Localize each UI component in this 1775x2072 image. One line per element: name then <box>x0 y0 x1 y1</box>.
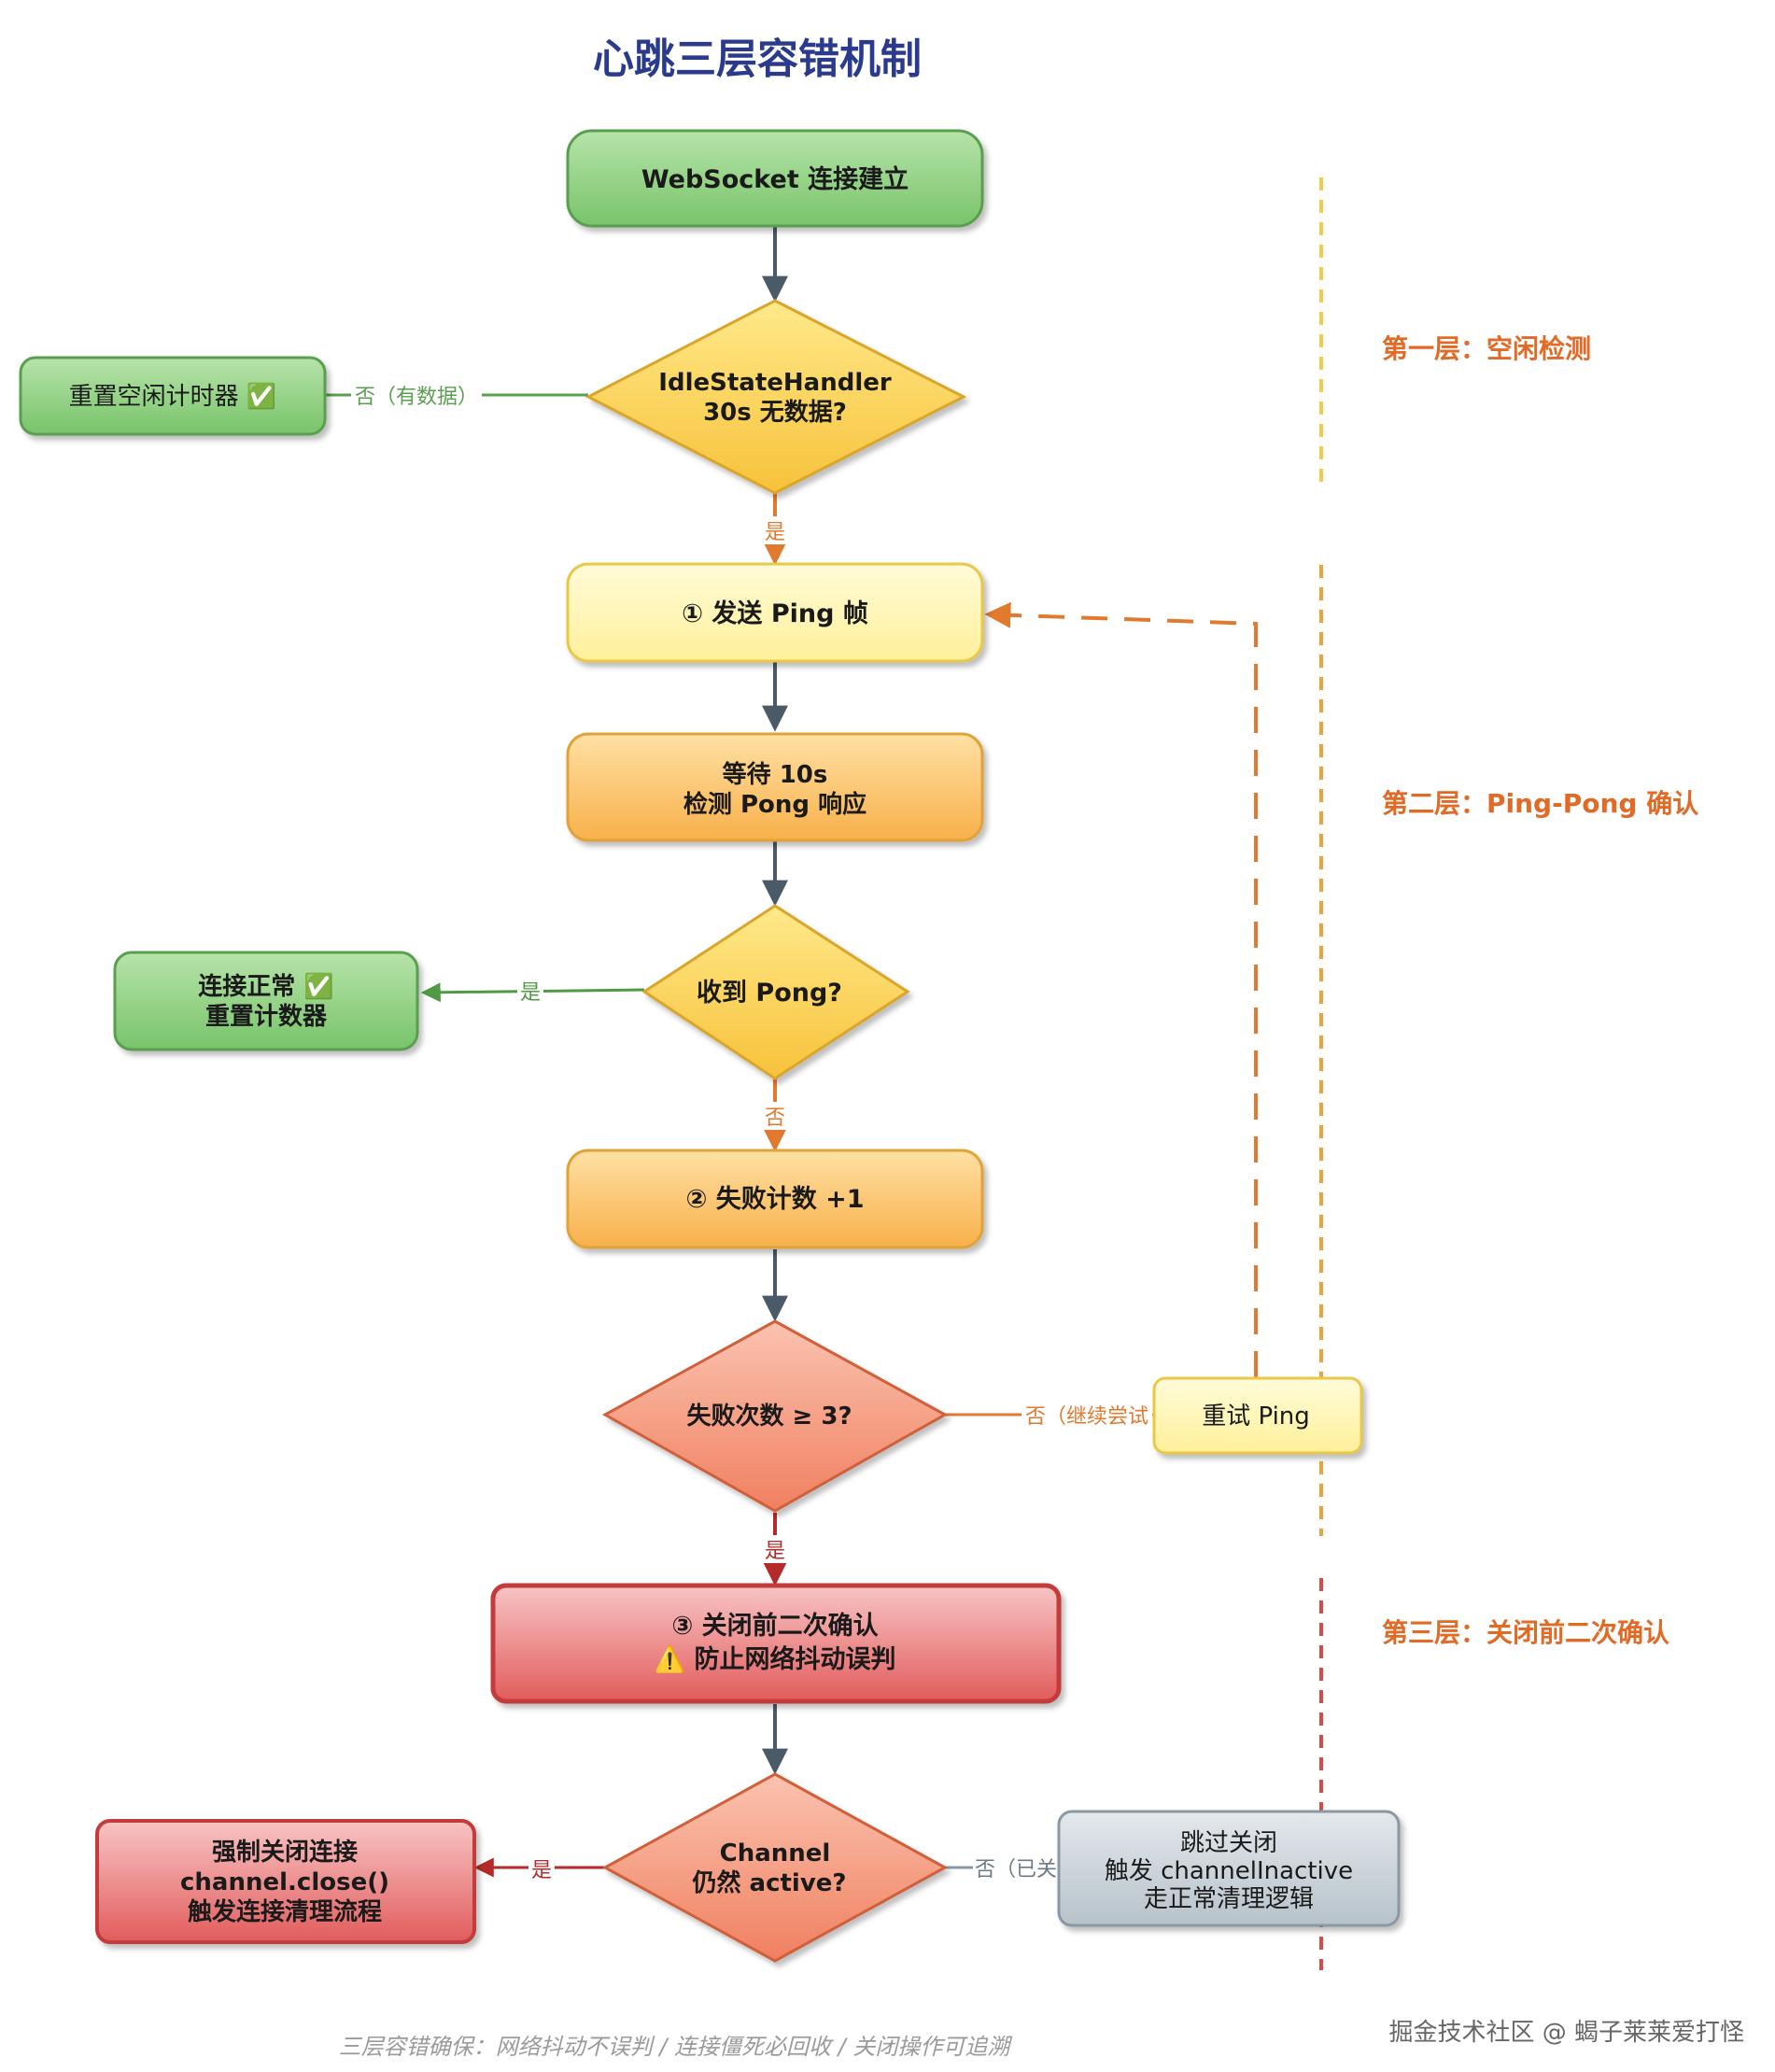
node-send-ping: ① 发送 Ping 帧 <box>566 562 984 663</box>
edge-label-fail-yes: 是 <box>765 1540 785 1563</box>
edge-label-bg <box>351 381 482 409</box>
node-label-line: 等待 10s <box>723 760 828 789</box>
edge-label-pong-yes: 是 <box>520 981 541 1005</box>
edge-label-pong-no: 否 <box>765 1106 785 1130</box>
edge-label-bg <box>762 516 788 544</box>
node-label: 重试 Ping <box>1202 1402 1310 1431</box>
edge-label-fail-no: 否（继续尝试 <box>1025 1405 1148 1429</box>
node-label-line: ⚠️ 防止网络抖动误判 <box>654 1644 895 1674</box>
node-label: 失败次数 ≥ 3? <box>686 1402 852 1431</box>
edge-label-bg <box>973 1854 1059 1882</box>
footer-note: 三层容错确保：网络抖动不误判 / 连接僵死必回收 / 关闭操作可追溯 <box>339 2034 1013 2060</box>
node-reset-idle-timer: 重置空闲计时器 ✅ <box>19 356 327 436</box>
node-label-line: 30s 无数据? <box>703 399 847 427</box>
edge-label-bg <box>528 1854 555 1882</box>
edge-label-idle-no: 否（有数据） <box>355 386 478 409</box>
node-retry-ping: 重试 Ping <box>1152 1376 1363 1455</box>
edge-label-idle-yes: 是 <box>765 521 785 544</box>
node-label-line: 强制关闭连接 <box>212 1839 358 1867</box>
node-skip-close: 跳过关闭 触发 channelInactive 走正常清理逻辑 <box>1057 1810 1401 1927</box>
edge-label-bg <box>762 1535 788 1563</box>
layer3-label: 第三层：关闭前二次确认 <box>1382 1617 1669 1648</box>
node-connection-normal: 连接正常 ✅ 重置计数器 <box>113 951 419 1051</box>
edge-label-bg <box>517 977 543 1005</box>
node-label-line: 连接正常 ✅ <box>198 972 333 1001</box>
node-fail-count: ② 失败计数 +1 <box>566 1149 984 1249</box>
edge-retry-loop <box>984 601 1258 1377</box>
edge-label-active-no: 否（已关 <box>975 1858 1057 1882</box>
watermark: 掘金技术社区 @ 蝎子莱莱爱打怪 <box>1388 2019 1744 2047</box>
decision-pong-check: 收到 Pong? <box>641 904 910 1080</box>
node-confirm-close: ③ 关闭前二次确认 ⚠️ 防止网络抖动误判 <box>490 1583 1062 1704</box>
layer1-label: 第一层：空闲检测 <box>1382 333 1591 364</box>
node-label: ② 失败计数 +1 <box>685 1185 864 1214</box>
node-label-line: 触发 channelInactive <box>1105 1857 1353 1885</box>
node-label-line: 触发连接清理流程 <box>188 1897 382 1926</box>
edge-label-bg <box>1021 1401 1152 1429</box>
decision-channel-active: Channel 仍然 active? <box>601 1772 949 1963</box>
node-label-line: 仍然 active? <box>692 1868 846 1897</box>
node-label-line: Channel <box>720 1839 831 1868</box>
diagram-title: 心跳三层容错机制 <box>593 35 922 83</box>
node-label: ① 发送 Ping 帧 <box>682 599 868 628</box>
node-connection-established: WebSocket 连接建立 <box>566 129 984 228</box>
node-label-line: 重置计数器 <box>205 1003 328 1031</box>
node-label-line: 检测 Pong 响应 <box>683 790 866 819</box>
node-force-close: 强制关闭连接 channel.close() 触发连接清理流程 <box>95 1819 476 1944</box>
node-label-line: 走正常清理逻辑 <box>1144 1885 1314 1913</box>
node-label: 重置空闲计时器 ✅ <box>69 382 277 411</box>
edge-label-bg <box>762 1102 788 1130</box>
decision-idle-check: IdleStateHandler 30s 无数据? <box>585 299 967 495</box>
node-wait-pong: 等待 10s 检测 Pong 响应 <box>566 732 984 842</box>
edge-label-active-yes: 是 <box>531 1859 552 1882</box>
node-label-line: channel.close() <box>180 1868 389 1896</box>
node-label: 收到 Pong? <box>697 979 842 1008</box>
decision-fail-check: 失败次数 ≥ 3? <box>601 1319 949 1513</box>
layer2-label: 第二层：Ping-Pong 确认 <box>1382 788 1698 819</box>
node-label-line: IdleStateHandler <box>658 369 892 397</box>
node-label-line: ③ 关闭前二次确认 <box>671 1611 878 1641</box>
node-label-line: 跳过关闭 <box>1180 1829 1277 1857</box>
node-label: WebSocket 连接建立 <box>641 164 909 194</box>
